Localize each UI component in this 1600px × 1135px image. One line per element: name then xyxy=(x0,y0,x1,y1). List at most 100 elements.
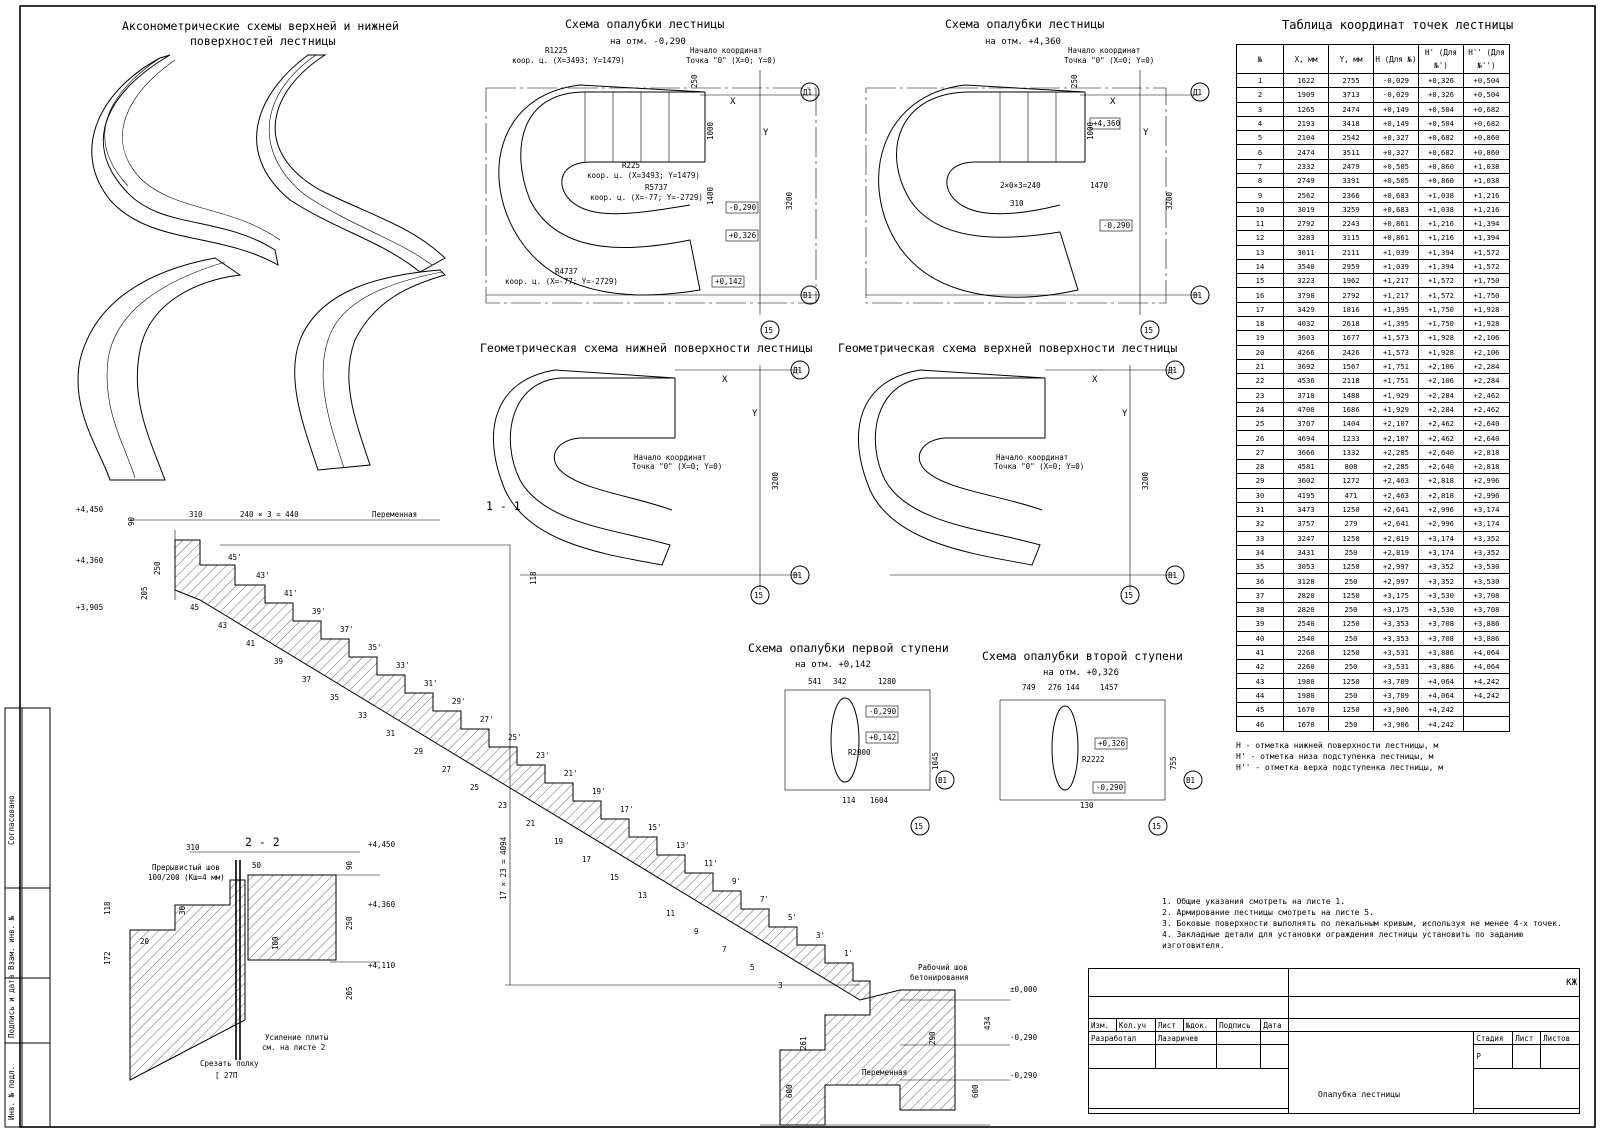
table-cell: -0,029 xyxy=(1373,87,1419,103)
second-step-plan: +0,326 -0,290 В1 15 749 276 144 1457 130… xyxy=(999,683,1203,836)
sidebar-sign: Подпись и дата xyxy=(7,975,16,1038)
s22-note-reinf-2: см. на листе 2 xyxy=(262,1043,325,1052)
table-cell: +1,216 xyxy=(1463,187,1510,203)
table-cell: +2,285 xyxy=(1373,444,1419,461)
table-cell: +1,394 xyxy=(1418,244,1464,260)
first-step-lvl-0142: +0,142 xyxy=(869,733,896,742)
table-cell: 4195 xyxy=(1283,487,1329,503)
note-1: 1. Общие указания смотреть на листе 1. xyxy=(1162,897,1346,906)
table-cell: 1233 xyxy=(1328,430,1374,446)
table-cell: 4700 xyxy=(1283,401,1329,418)
table-cell: +0,327 xyxy=(1373,144,1419,160)
table-cell: 2193 xyxy=(1283,115,1329,132)
table-cell: 2820 xyxy=(1283,601,1329,618)
table-cell: +0,149 xyxy=(1373,115,1419,132)
s22-dim-20: 20 xyxy=(140,937,150,946)
table-cell: +0,860 xyxy=(1463,144,1510,160)
table-cell: +1,751 xyxy=(1373,358,1419,375)
note-3: 3. Боковые поверхности выполнять по лека… xyxy=(1162,919,1562,928)
table-cell: 36 xyxy=(1236,573,1284,589)
stamp-sheets-h: Листов xyxy=(1540,1031,1580,1045)
second-step-axis-15: 15 xyxy=(1152,822,1161,831)
step-number-low: 27 xyxy=(442,765,451,774)
sec-lvl-3905: +3,905 xyxy=(76,603,103,612)
geom-high-origin-point: Точка "0" (X=0; Y=0) xyxy=(994,462,1084,471)
table-cell: +2,106 xyxy=(1463,330,1510,346)
table-cell: 2540 xyxy=(1283,616,1329,632)
table-cell: +2,284 xyxy=(1463,358,1510,375)
table-cell: +2,462 xyxy=(1418,430,1464,446)
step-number-low: 9 xyxy=(694,927,699,936)
table-cell: +3,709 xyxy=(1373,673,1419,689)
step-number-high: 13' xyxy=(676,841,690,850)
table-cell: +1,217 xyxy=(1373,287,1419,303)
table-header-row: № X, мм Y, мм H (Для №) H' (Для №') H'' … xyxy=(1236,44,1510,74)
table-cell: +1,572 xyxy=(1463,244,1510,260)
form-high-title: Схема опалубки лестницы xyxy=(945,17,1104,31)
table-cell: 3666 xyxy=(1283,444,1329,461)
form-high-lvl-4360: +4,360 xyxy=(1093,119,1121,128)
general-notes: 1. Общие указания смотреть на листе 1. 2… xyxy=(1162,896,1562,951)
note-5: изготовителя. xyxy=(1162,941,1225,950)
step-number-high: 35' xyxy=(368,643,382,652)
table-cell: +1,573 xyxy=(1373,330,1419,346)
step-labels-high: 45'43'41'39'37'35'33'31'29'27'25'23'21'1… xyxy=(228,553,853,958)
sec-dim-240x3: 240 × 3 = 440 xyxy=(240,510,299,519)
table-cell: +3,174 xyxy=(1418,544,1464,561)
table-cell: +3,174 xyxy=(1463,501,1510,518)
sec-dim-310: 310 xyxy=(189,510,203,519)
sec-lvl-4360: +4,360 xyxy=(76,556,104,565)
table-cell: 3247 xyxy=(1283,530,1329,546)
table-cell: +2,641 xyxy=(1373,501,1419,518)
table-cell: +0,504 xyxy=(1418,101,1464,117)
table-cell: +4,242 xyxy=(1463,687,1510,704)
step-number-high: 37' xyxy=(340,625,354,634)
table-cell: +0,683 xyxy=(1373,187,1419,203)
form-high-axis-b1: В1 xyxy=(1193,291,1202,300)
table-cell: +3,709 xyxy=(1373,687,1419,704)
table-cell: +4,242 xyxy=(1418,716,1464,732)
step-number-high: 23' xyxy=(536,751,550,760)
table-cell: 1272 xyxy=(1328,473,1374,489)
th-h1: H' (Для №') xyxy=(1418,44,1464,74)
first-step-level: на отм. +0,142 xyxy=(795,660,871,670)
step-number-high: 15' xyxy=(648,823,662,832)
table-cell: 2366 xyxy=(1328,187,1374,203)
table-cell: 38 xyxy=(1236,601,1284,618)
table-cell: 2562 xyxy=(1283,187,1329,203)
table-cell: 1250 xyxy=(1328,702,1374,718)
table-cell: +4,242 xyxy=(1463,673,1510,689)
stamp-sheet-h: Лист xyxy=(1512,1031,1542,1045)
table-cell: +0,505 xyxy=(1373,173,1419,189)
step-number-low: 17 xyxy=(582,855,591,864)
table-cell: 3223 xyxy=(1283,273,1329,289)
step-number-low: 15 xyxy=(610,873,619,882)
step-number-low: 31 xyxy=(386,729,395,738)
table-cell: 3115 xyxy=(1328,230,1374,246)
form-low-r5737-coord: коор. ц. (X=-77; Y=-2729) xyxy=(590,193,703,202)
table-cell: 3431 xyxy=(1283,544,1329,561)
geom-low-dim-3200: 3200 xyxy=(771,471,780,490)
table-cell: 35 xyxy=(1236,559,1284,575)
table-cell: 22 xyxy=(1236,373,1284,389)
table-cell: +3,352 xyxy=(1418,573,1464,589)
table-cell: 3707 xyxy=(1283,416,1329,432)
table-cell: +1,751 xyxy=(1373,373,1419,389)
second-dim-1457: 1457 xyxy=(1100,683,1118,692)
form-high-dim-310: 310 xyxy=(1010,199,1024,208)
stamp-col-2: Кол.уч xyxy=(1115,1018,1156,1032)
table-cell: 250 xyxy=(1328,544,1374,561)
form-low-origin-point: Точка "0" (X=0; Y=0) xyxy=(686,56,776,65)
first-dim-114: 114 xyxy=(842,796,856,805)
table-cell: 32 xyxy=(1236,516,1284,532)
s22-dim-310: 310 xyxy=(186,843,200,852)
